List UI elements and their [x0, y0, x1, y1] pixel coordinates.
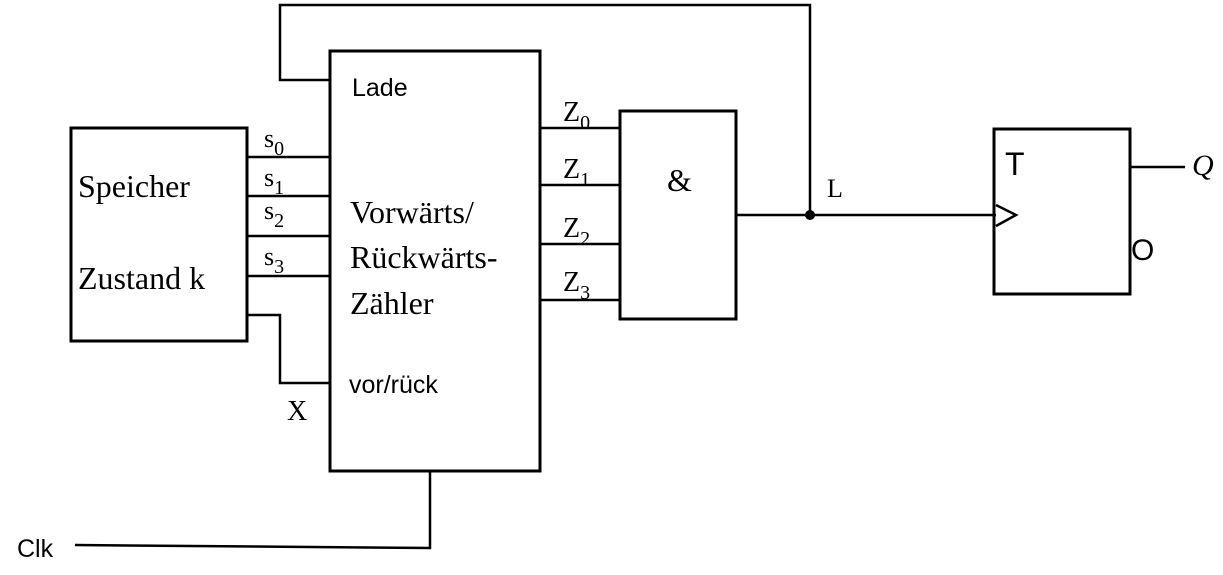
counter-label-line2: Rückwärts-: [350, 239, 498, 275]
t-flipflop: [992, 127, 1132, 296]
and-gate: [618, 109, 738, 321]
memory-label-line1: Speicher: [78, 168, 190, 204]
q-output-label: Q: [1192, 149, 1214, 182]
wire-load-feedback: [278, 3, 812, 215]
counter-label-line1: Vorwärts/: [350, 194, 474, 230]
clock-input-triangle: [995, 203, 1019, 228]
load-signal-label: L: [827, 174, 843, 203]
flipflop-type-label: T: [1005, 146, 1025, 182]
signal-z1-label: Z1: [563, 154, 590, 191]
x-input-label: X: [287, 396, 307, 427]
inverted-output-symbol: O: [1131, 234, 1154, 267]
signal-s3-label: s3: [264, 242, 284, 278]
signal-z0-label: Z0: [563, 97, 590, 134]
load-input-label: Lade: [352, 74, 408, 102]
counter-block: [328, 49, 542, 473]
memory-label-line2: Zustand k: [78, 260, 205, 296]
and-gate-symbol: &: [667, 162, 692, 198]
signal-z2-label: Z2: [563, 213, 590, 250]
wire-x-direction: [247, 313, 330, 385]
signal-s0-label: s0: [264, 124, 284, 160]
wire-clock: [74, 471, 432, 550]
counter-label-line3: Zähler: [350, 285, 434, 321]
clock-label: Clk: [17, 535, 54, 563]
signal-s1-label: s1: [264, 163, 284, 199]
direction-input-label: vor/rück: [349, 371, 438, 399]
signal-z3-label: Z3: [563, 267, 590, 304]
signal-s2-label: s2: [264, 196, 284, 232]
memory-block: [69, 126, 249, 343]
